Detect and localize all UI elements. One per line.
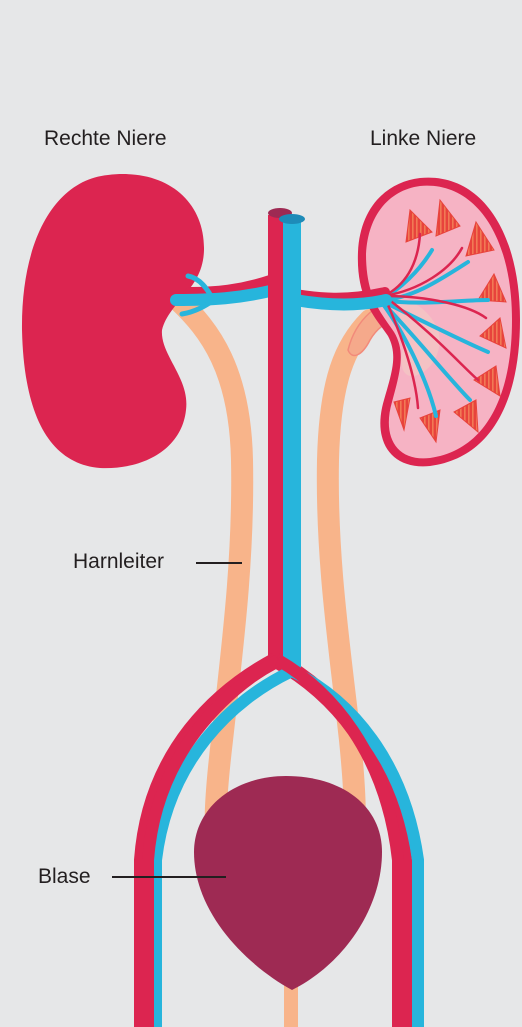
label-left-kidney: Linke Niere (370, 128, 476, 149)
left-ureter (328, 320, 370, 850)
bladder (194, 776, 382, 990)
right-kidney-shape (22, 174, 204, 468)
vena-cava-top (279, 214, 305, 224)
left-kidney (358, 178, 520, 467)
label-bladder: Blase (38, 866, 91, 887)
label-right-kidney: Rechte Niere (44, 128, 167, 149)
label-ureter: Harnleiter (73, 551, 164, 572)
right-kidney (22, 174, 204, 468)
